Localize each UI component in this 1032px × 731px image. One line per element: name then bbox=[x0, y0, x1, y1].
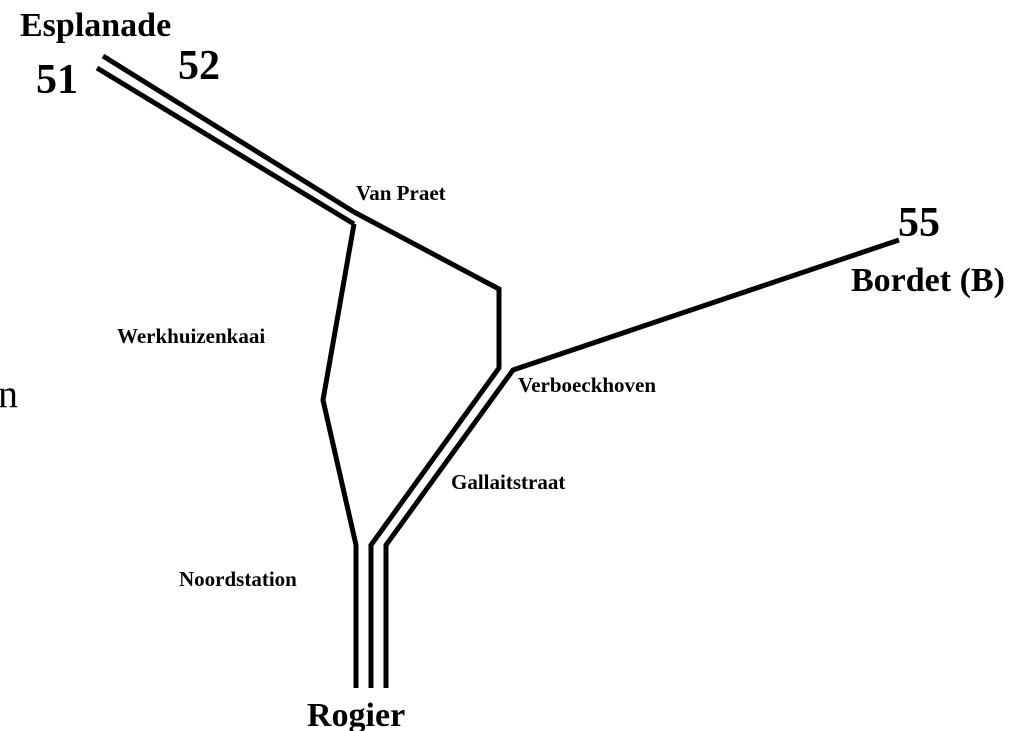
route-52-esplanade-segment bbox=[101, 53, 356, 215]
station-label-noordstation: Noordstation bbox=[179, 567, 297, 591]
station-label-werkhuizenkaai: Werkhuizenkaai bbox=[117, 324, 265, 348]
line-number-55: 55 bbox=[898, 200, 940, 246]
route-51-esplanade-segment bbox=[95, 65, 356, 227]
terminal-label-esplanade: Esplanade bbox=[20, 7, 171, 44]
route-51-werkhuizenkaai-branch bbox=[320, 223, 359, 688]
line-number-51: 51 bbox=[36, 57, 78, 103]
route-55-bordet-branch bbox=[383, 237, 900, 688]
terminal-label-rogier: Rogier bbox=[307, 697, 405, 731]
station-label-van-praet: Van Praet bbox=[356, 181, 446, 205]
route-lines bbox=[95, 53, 900, 688]
route-52-verboeckhoven-branch bbox=[352, 209, 502, 688]
station-label-gallaitstraat: Gallaitstraat bbox=[451, 470, 565, 494]
line-number-52: 52 bbox=[178, 43, 220, 89]
station-label-verboeckhoven: Verboeckhoven bbox=[518, 373, 656, 397]
edge-text-fragment: n bbox=[0, 371, 18, 416]
terminal-label-bordet: Bordet (B) bbox=[851, 262, 1005, 299]
